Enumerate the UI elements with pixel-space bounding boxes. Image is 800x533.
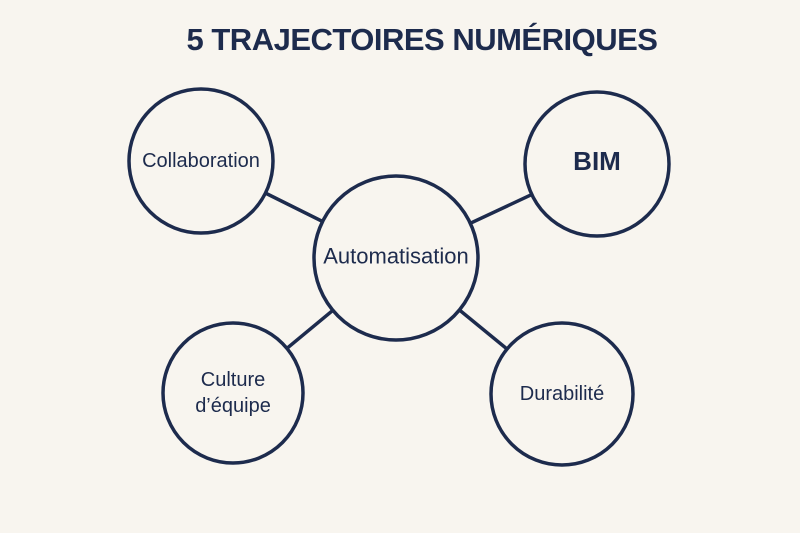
durabilite-circle <box>489 321 635 467</box>
collaboration-circle <box>127 87 275 235</box>
automatisation-circle <box>312 174 480 342</box>
automatisation-label: Automatisation <box>323 243 469 269</box>
bim-label: BIM <box>573 146 621 177</box>
culture-label: Culture d’équipe <box>195 369 271 417</box>
page-title: 5 TRAJECTOIRES NUMÉRIQUES <box>186 22 658 57</box>
durabilite-label: Durabilité <box>519 383 605 405</box>
culture-circle <box>161 321 305 465</box>
bim-circle <box>523 90 671 238</box>
collaboration-label: Collaboration <box>142 150 260 172</box>
